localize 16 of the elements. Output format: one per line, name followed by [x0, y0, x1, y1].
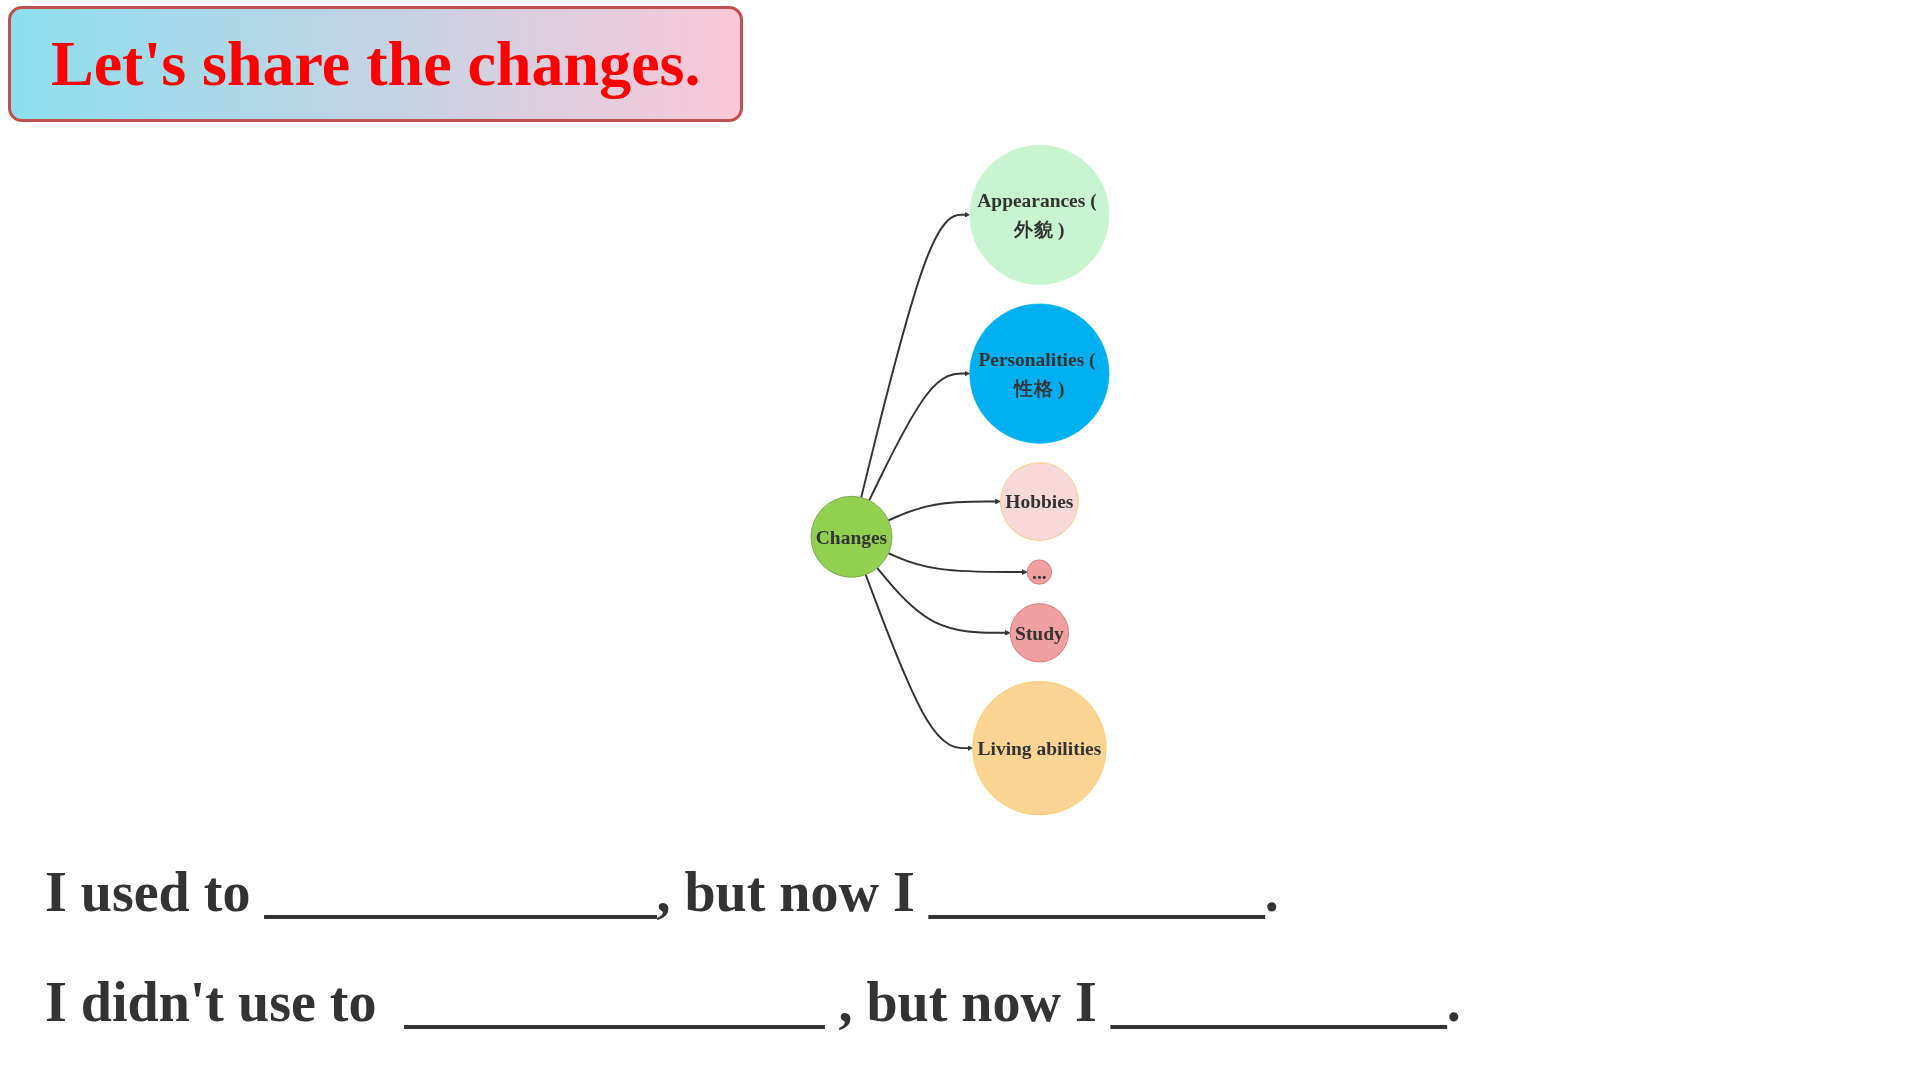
arrow	[887, 552, 1028, 575]
arrow	[864, 573, 973, 751]
arrow	[860, 212, 970, 499]
node-circle: Study	[1009, 603, 1069, 663]
node-circle: Appearances ( 外貌 )	[969, 144, 1110, 285]
node-circle: Hobbies	[1000, 462, 1079, 541]
node-circle: Changes	[810, 495, 893, 578]
title-banner: Let's share the changes.	[8, 6, 744, 122]
arrow	[887, 498, 1001, 522]
node-circle: Living abilities	[972, 681, 1107, 816]
node-circle: ...	[1026, 559, 1052, 585]
arrow	[868, 370, 970, 502]
fill-in-sentence: I used to ______________, but now I ____________.	[45, 860, 1279, 924]
fill-in-sentence: I didn't use to _______________ , but now I ____________.	[45, 970, 1461, 1034]
node-circle: Personalities ( 性格 )	[969, 303, 1110, 444]
arrow	[876, 567, 1011, 636]
